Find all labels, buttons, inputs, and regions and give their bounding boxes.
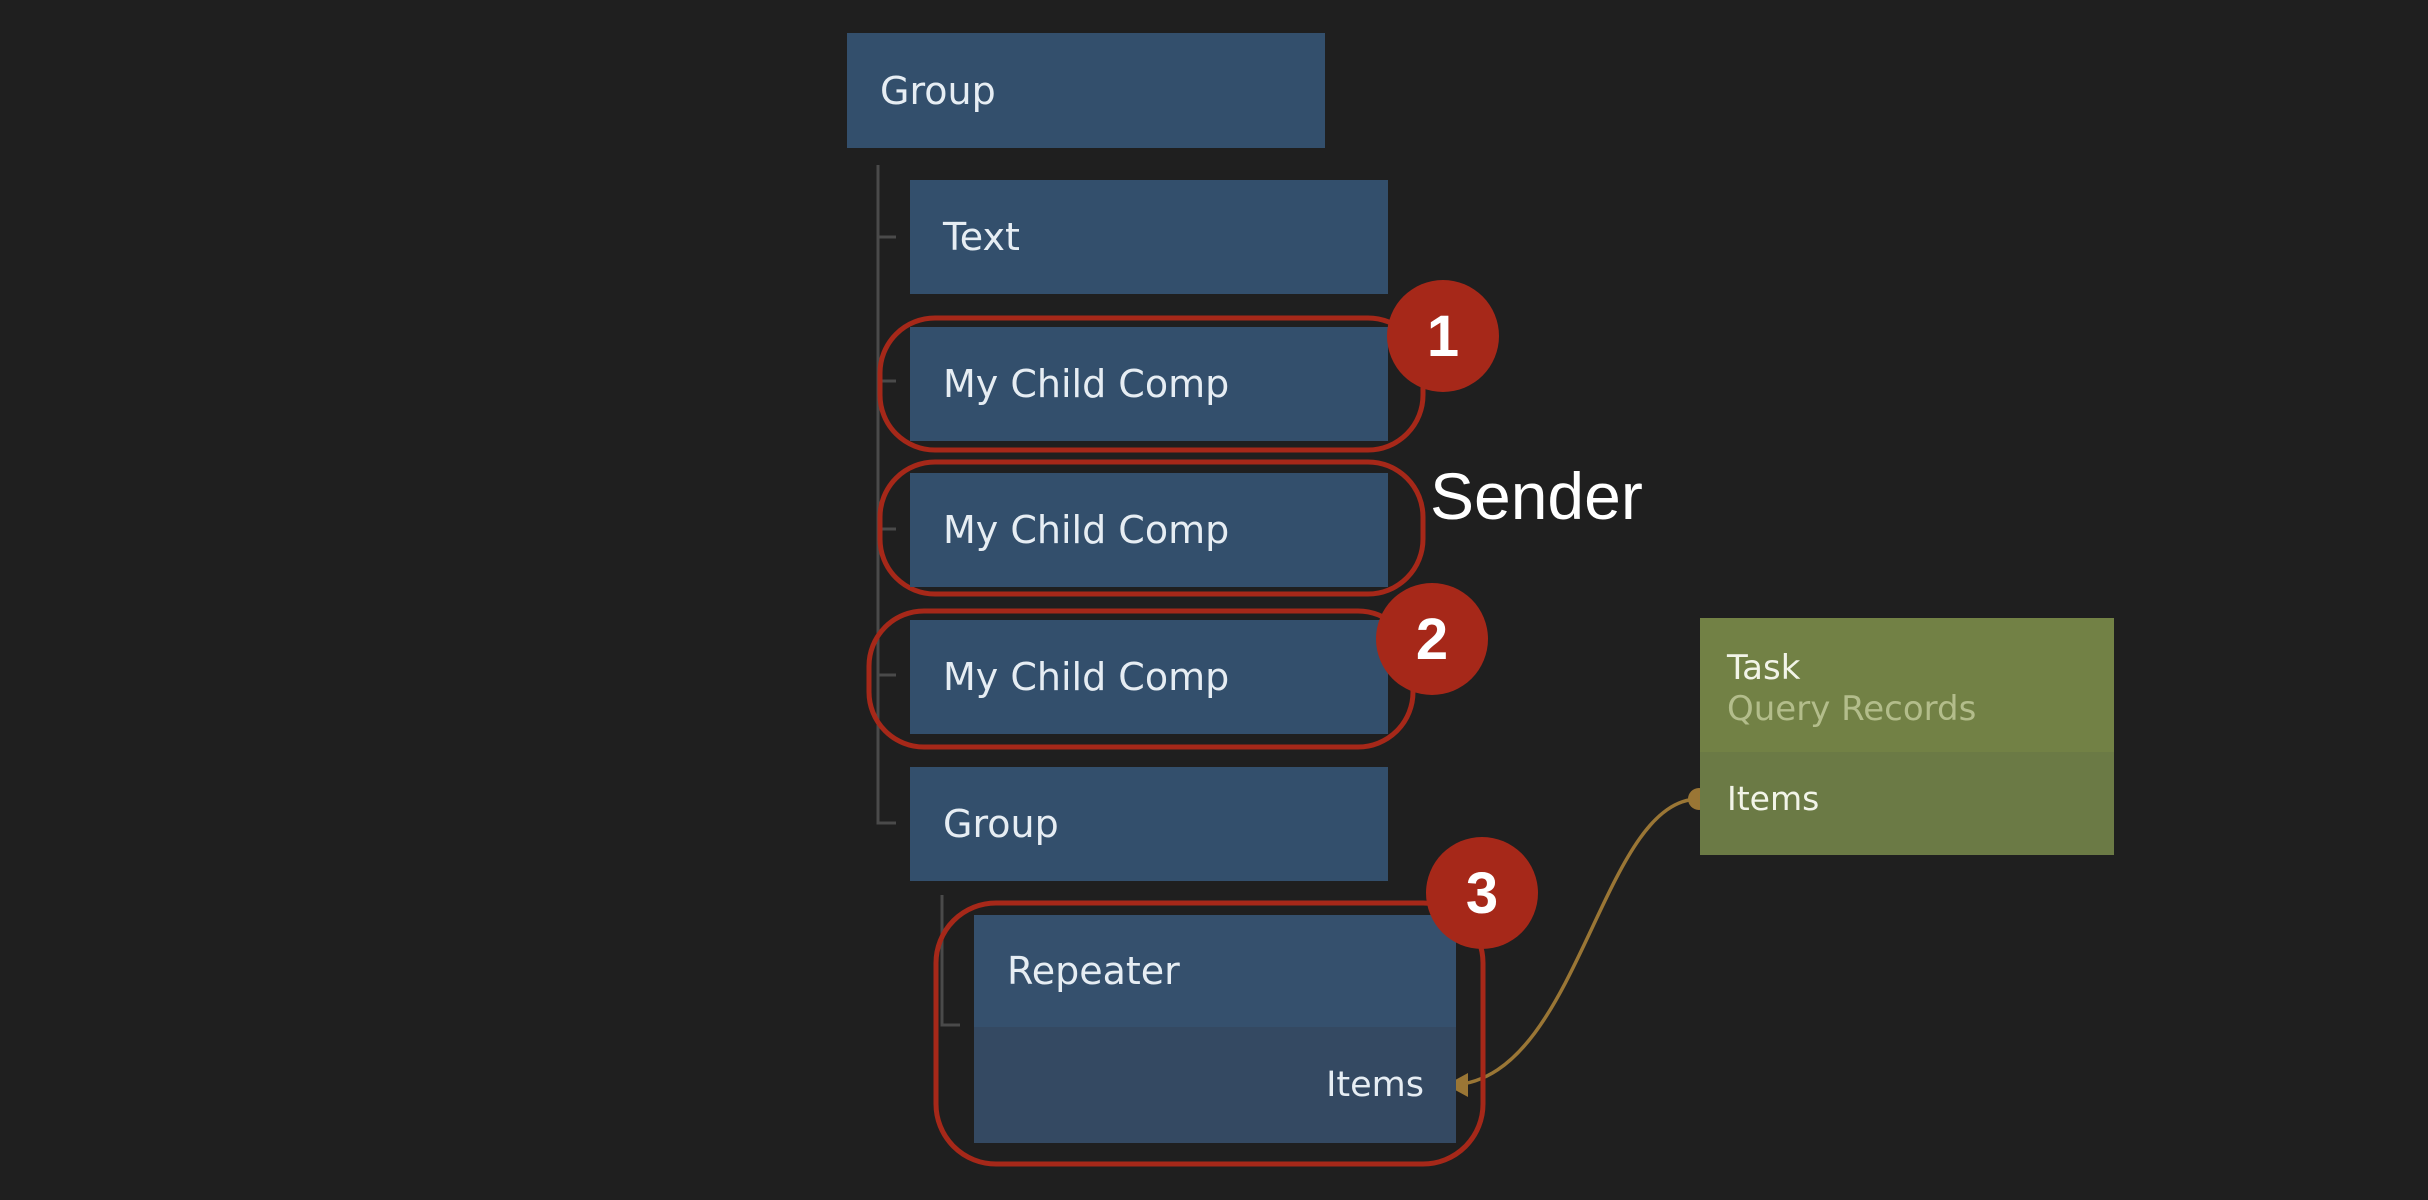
group-root-label: Group xyxy=(880,68,996,113)
repeater-header xyxy=(974,915,1456,1027)
group-child-node[interactable]: Group xyxy=(910,767,1388,881)
task-items-port[interactable]: Items xyxy=(1727,779,1820,818)
group-child-label: Group xyxy=(943,802,1059,846)
task-node[interactable]: Task Query Records Items xyxy=(1700,618,2114,855)
text-node-label: Text xyxy=(943,215,1020,259)
my-child-comp-label-3: My Child Comp xyxy=(943,655,1230,699)
my-child-comp-label-1: My Child Comp xyxy=(943,362,1230,406)
my-child-comp-node-1[interactable]: My Child Comp xyxy=(910,327,1388,441)
group-root-node[interactable]: Group xyxy=(847,33,1325,148)
task-node-title: Task xyxy=(1727,648,1801,688)
sender-annotation: Sender xyxy=(1430,459,1643,533)
repeater-body xyxy=(974,1027,1456,1143)
text-node[interactable]: Text xyxy=(910,180,1388,294)
badge-2: 2 xyxy=(1376,583,1488,695)
my-child-comp-node-3[interactable]: My Child Comp xyxy=(910,620,1388,734)
my-child-comp-label-2: My Child Comp xyxy=(943,508,1230,552)
task-node-header xyxy=(1700,618,2114,752)
badge-1: 1 xyxy=(1387,280,1499,392)
badge-3: 3 xyxy=(1426,837,1538,949)
repeater-items-port[interactable]: Items xyxy=(1326,1065,1424,1105)
repeater-title: Repeater xyxy=(1007,949,1180,993)
repeater-node[interactable]: Repeater Items xyxy=(974,915,1456,1143)
task-node-subtitle: Query Records xyxy=(1727,689,1977,729)
my-child-comp-node-2[interactable]: My Child Comp xyxy=(910,473,1388,587)
